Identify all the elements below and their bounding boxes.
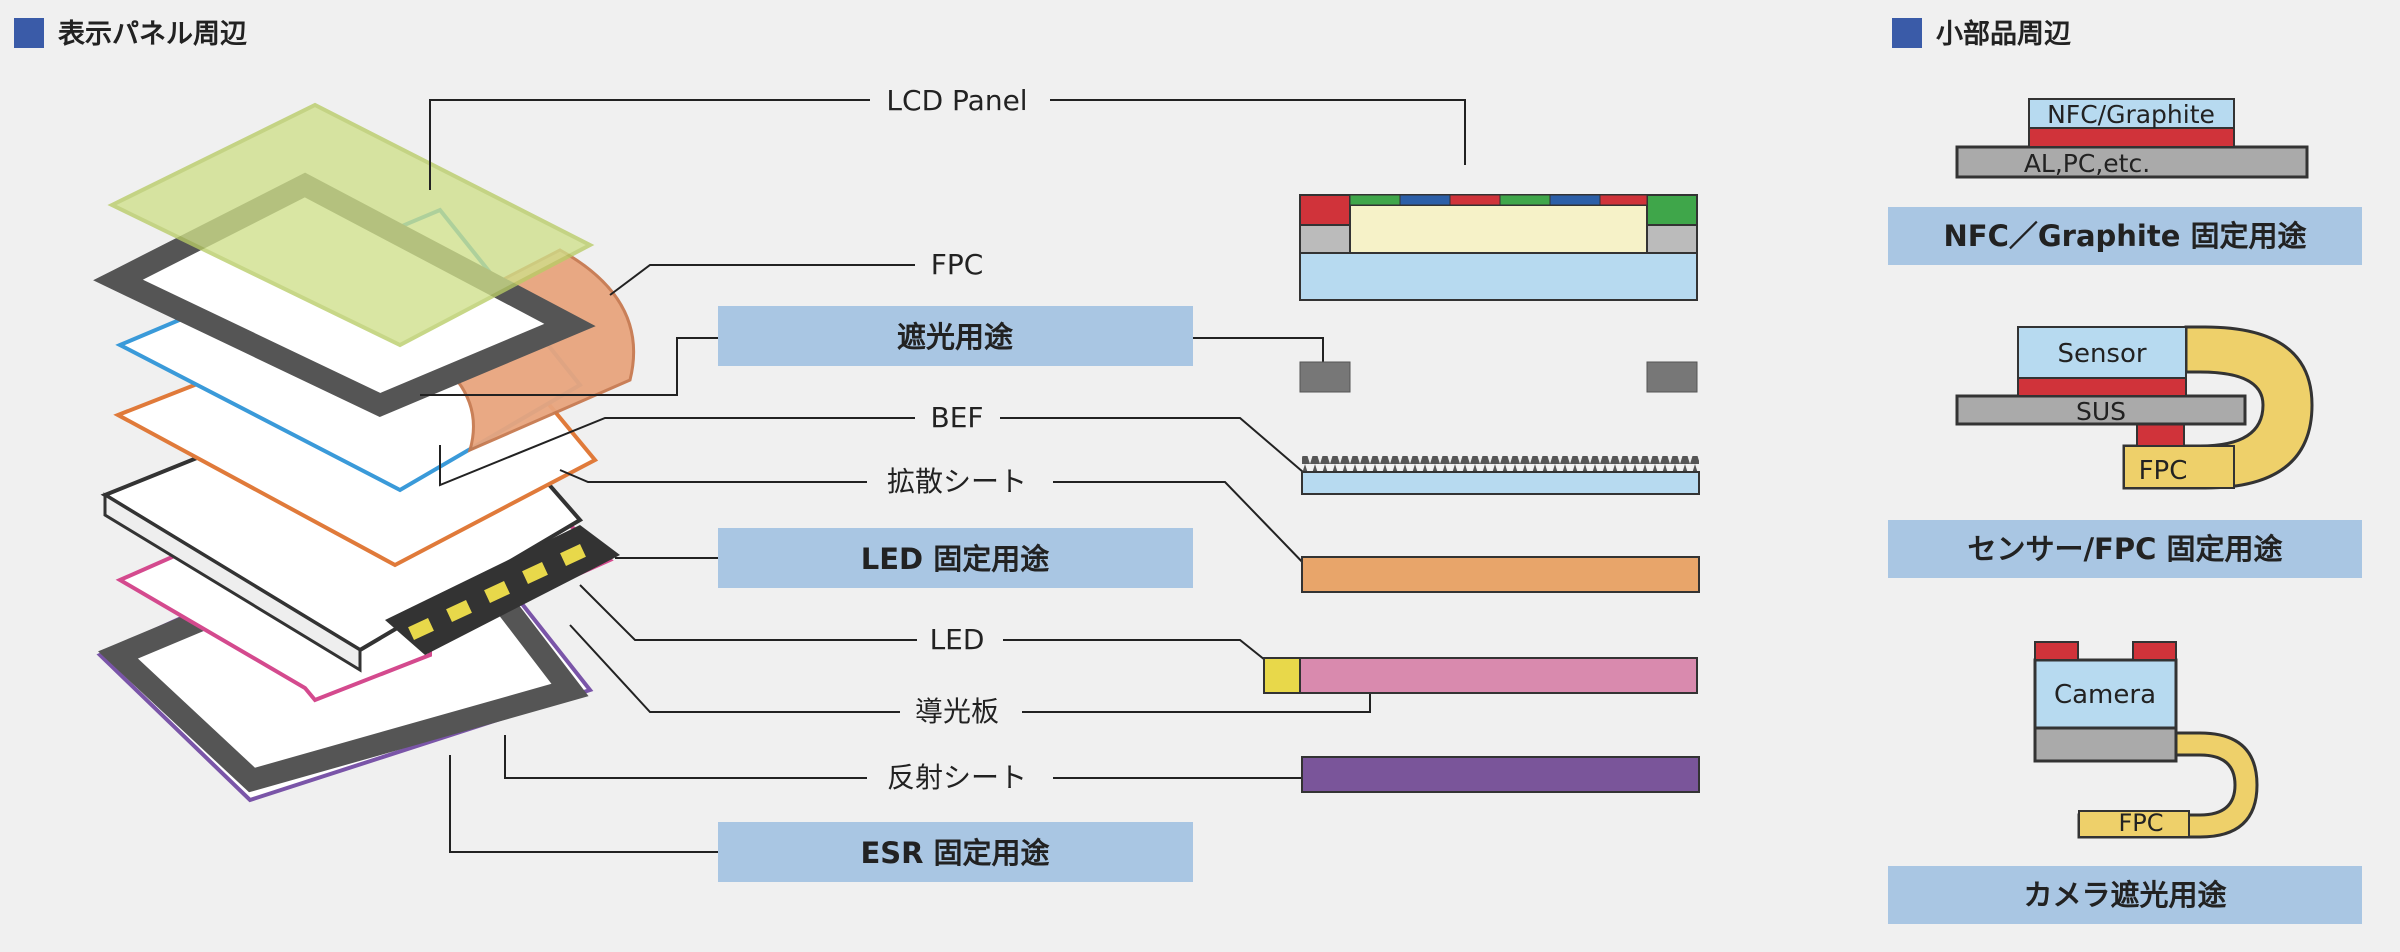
led-chip	[522, 562, 548, 584]
part-sensor	[2017, 326, 2187, 379]
part-label-fpc: FPC	[2139, 456, 2188, 486]
use-box-led-fix	[718, 528, 1193, 588]
backlight-frame-side	[103, 492, 362, 673]
small-parts: AL,PC,etc. NFC/Graphite NFC／Graphite 固定用…	[1888, 98, 2362, 924]
label-led: LED	[930, 623, 985, 656]
cs-bef-prisms	[1302, 456, 1699, 472]
cs-bef-base	[1301, 471, 1700, 495]
cs-green-block	[1646, 194, 1698, 226]
use-label-led-fix: LED 固定用途	[861, 542, 1050, 576]
use-box-camera-shade	[1888, 866, 2362, 924]
led-chip	[446, 600, 472, 622]
part-fpc-tail	[2078, 810, 2190, 838]
label-light-guide: 導光板	[915, 695, 999, 728]
exploded-view	[93, 102, 636, 803]
cs-reflector	[1301, 756, 1700, 793]
layer-labels: LCD Panel FPC BEF 拡散シート LED 導光板 反射シート	[886, 84, 1027, 794]
use-box-shading	[718, 306, 1193, 366]
section-title-display: 表示パネル周辺	[58, 19, 247, 50]
section-title-parts: 小部品周辺	[1936, 18, 2071, 50]
use-label-nfc-fix: NFC／Graphite 固定用途	[1943, 219, 2307, 253]
use-label-sensor-fix: センサー/FPC 固定用途	[1967, 532, 2283, 566]
cs-led	[1263, 657, 1301, 694]
section-marker	[14, 18, 44, 48]
cs-shading-block	[1646, 361, 1698, 393]
label-fpc: FPC	[931, 248, 984, 281]
section-marker	[1892, 18, 1922, 48]
use-boxes: 遮光用途 LED 固定用途 ESR 固定用途	[718, 306, 1193, 882]
label-bef: BEF	[930, 401, 983, 434]
use-label-esr-fix: ESR 固定用途	[860, 836, 1050, 870]
part-nfc	[2028, 98, 2235, 129]
cs-red-tape	[1299, 194, 1351, 226]
part-label-nfc: NFC/Graphite	[2047, 100, 2215, 129]
part-sus	[1955, 394, 2247, 426]
label-diffuser: 拡散シート	[887, 465, 1027, 498]
part-fpc-tail	[2123, 445, 2235, 489]
cs-liquid-crystal	[1349, 204, 1648, 254]
label-reflector: 反射シート	[887, 761, 1027, 794]
cs-gray-block	[1299, 224, 1351, 254]
cs-light-guide	[1299, 657, 1698, 694]
part-label-camera: Camera	[2054, 680, 2156, 710]
cross-section	[1263, 194, 1700, 793]
use-box-esr-fix	[718, 822, 1193, 882]
part-label-al: AL,PC,etc.	[2024, 149, 2150, 178]
cs-diffuser	[1301, 556, 1700, 593]
label-lcd-panel: LCD Panel	[886, 84, 1027, 117]
use-box-sensor-fix	[1888, 520, 2362, 578]
part-label-camera-fpc: FPC	[2118, 809, 2163, 837]
led-chip	[408, 618, 434, 640]
part-red-tape	[2136, 423, 2185, 447]
part-camera-base	[2033, 726, 2178, 763]
lcd-panel-layer	[107, 102, 595, 348]
cs-shading-block	[1299, 361, 1351, 393]
led-chip	[560, 544, 586, 566]
use-box-nfc-fix	[1888, 207, 2362, 265]
part-red-tape	[2028, 127, 2235, 148]
part-label-sensor: Sensor	[2057, 339, 2146, 369]
part-red-tape	[2034, 641, 2079, 661]
use-label-shading: 遮光用途	[897, 320, 1014, 354]
part-camera	[2033, 658, 2178, 730]
cs-gray-block	[1646, 224, 1698, 254]
use-label-camera-shade: カメラ遮光用途	[2023, 878, 2227, 912]
part-red-tape	[2017, 377, 2187, 397]
part-red-tape	[2132, 641, 2177, 661]
part-label-sus: SUS	[2076, 397, 2126, 426]
led-chip	[484, 581, 510, 603]
